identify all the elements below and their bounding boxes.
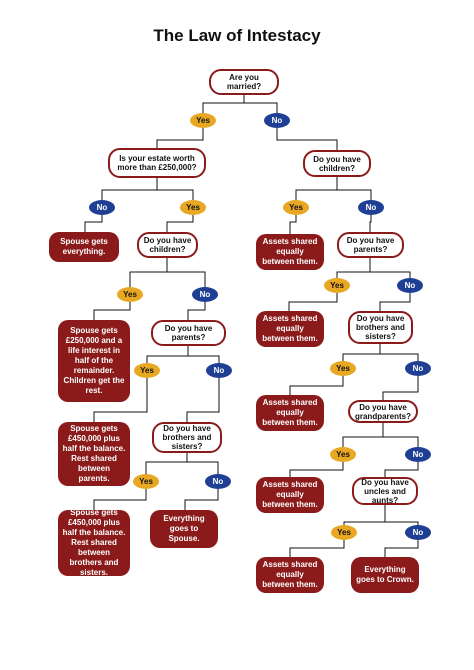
question-grandparents: Do you have grandparents?: [348, 400, 418, 423]
yes-badge: Yes: [324, 278, 350, 293]
yes-badge: Yes: [190, 113, 216, 128]
result-everything-crown: Everything goes to Crown.: [351, 557, 419, 593]
result-assets-shared: Assets shared equally between them.: [256, 311, 324, 347]
yes-badge: Yes: [117, 287, 143, 302]
result-spouse-everything: Spouse gets everything.: [49, 232, 119, 262]
question-children-single: Do you have children?: [303, 150, 371, 177]
result-everything-spouse: Everything goes to Spouse.: [150, 510, 218, 548]
no-badge: No: [264, 113, 290, 128]
result-spouse-450000-siblings: Spouse gets £450,000 plus half the balan…: [58, 508, 130, 577]
result-assets-shared: Assets shared equally between them.: [256, 477, 324, 513]
no-badge: No: [205, 474, 231, 489]
question-children-married: Do you have children?: [137, 232, 198, 258]
no-badge: No: [192, 287, 218, 302]
no-badge: No: [405, 525, 431, 540]
question-siblings-married: Do you have brothers and sisters?: [152, 422, 222, 453]
yes-badge: Yes: [180, 200, 206, 215]
result-spouse-250000: Spouse gets £250,000 and a life interest…: [58, 320, 130, 402]
page-title: The Law of Intestacy: [153, 26, 321, 45]
yes-badge: Yes: [134, 363, 160, 378]
no-badge: No: [206, 363, 232, 378]
result-spouse-450000-parents: Spouse gets £450,000 plus half the balan…: [58, 422, 130, 486]
question-estate: Is your estate worth more than £250,000?: [108, 148, 206, 178]
question-siblings-single: Do you have brothers and sisters?: [348, 311, 413, 344]
no-badge: No: [358, 200, 384, 215]
result-assets-shared: Assets shared equally between them.: [256, 395, 324, 431]
no-badge: No: [405, 447, 431, 462]
yes-badge: Yes: [330, 361, 356, 376]
result-assets-shared: Assets shared equally between them.: [256, 557, 324, 593]
question-uncles: Do you have uncles and aunts?: [352, 477, 418, 505]
no-badge: No: [89, 200, 115, 215]
yes-badge: Yes: [331, 525, 357, 540]
result-assets-shared: Assets shared equally between them.: [256, 234, 324, 270]
question-married: Are you married?: [209, 69, 279, 95]
no-badge: No: [397, 278, 423, 293]
yes-badge: Yes: [133, 474, 159, 489]
question-parents-married: Do you have parents?: [151, 320, 226, 346]
question-parents-single: Do you have parents?: [337, 232, 404, 258]
yes-badge: Yes: [283, 200, 309, 215]
yes-badge: Yes: [330, 447, 356, 462]
no-badge: No: [405, 361, 431, 376]
